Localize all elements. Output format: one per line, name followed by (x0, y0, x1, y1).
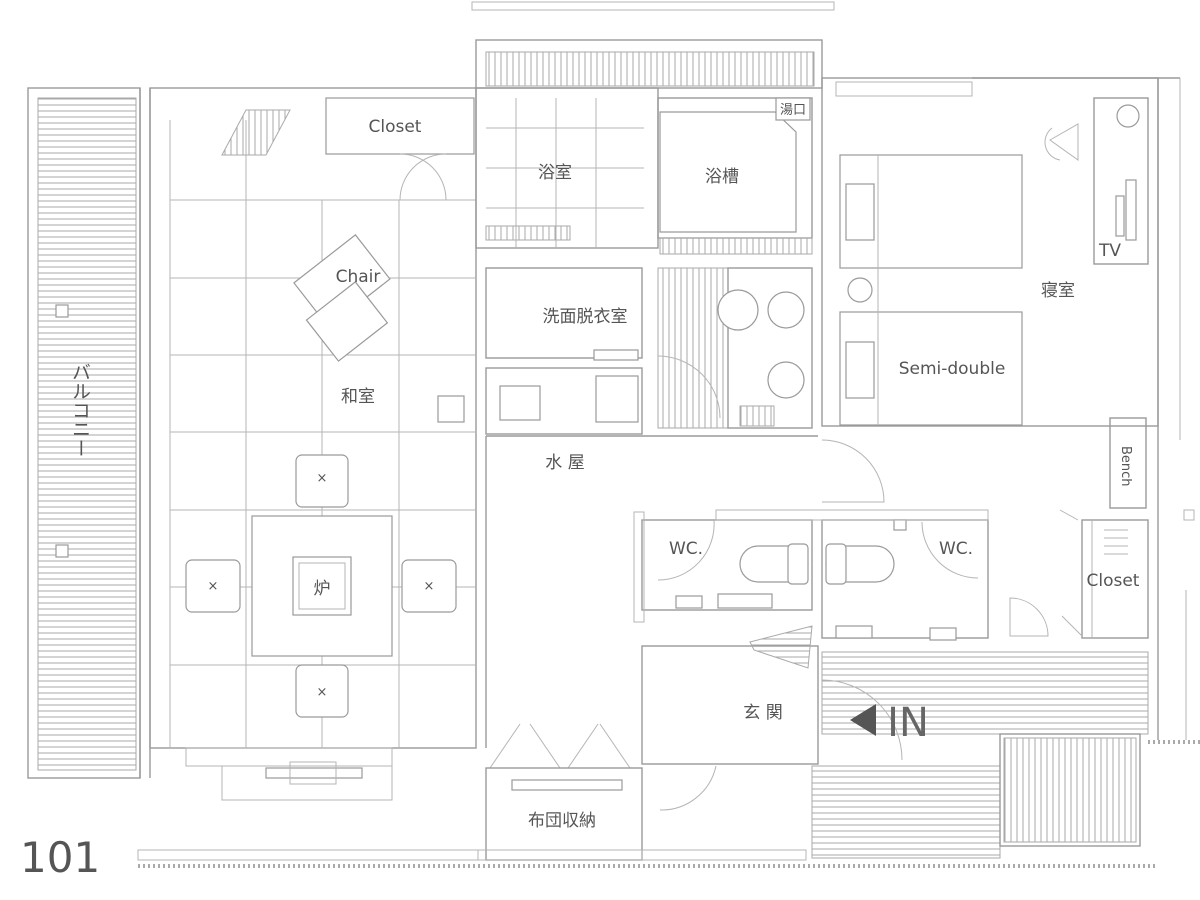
label-closet-right: Closet (1087, 571, 1140, 591)
wc-right (821, 519, 989, 641)
svg-text:×: × (424, 579, 435, 594)
label-bathtub: 浴槽 (705, 167, 739, 187)
label-bathroom: 浴室 (538, 163, 572, 183)
cushion-bottom (295, 664, 349, 718)
chair-furniture (293, 234, 391, 362)
roof-edge (471, 1, 835, 11)
cushion-right (401, 559, 457, 613)
svg-text:×: × (208, 579, 219, 594)
label-washitsu: 和室 (341, 387, 375, 407)
label-dressing-room: 洗面脱衣室 (543, 307, 628, 327)
label-balcony: バルコニー (69, 363, 91, 458)
cushion-top (295, 454, 349, 508)
label-semi-double: Semi-double (899, 359, 1006, 379)
label-chair: Chair (336, 267, 381, 287)
label-bench: Bench (1118, 446, 1133, 487)
mizuya-corridor (485, 435, 818, 769)
label-mizuya: 水 屋 (545, 453, 584, 473)
genkan-entrance (641, 625, 1149, 859)
balcony-area (27, 87, 151, 779)
label-genkan: 玄 関 (743, 703, 782, 723)
label-tv: TV (1098, 241, 1121, 261)
label-bedroom: 寝室 (1041, 280, 1075, 301)
svg-text:×: × (317, 685, 328, 700)
label-hearth: 炉 (314, 579, 331, 599)
svg-text:×: × (317, 471, 328, 486)
cushion-left (185, 559, 241, 613)
label-entrance-in: IN (887, 700, 929, 746)
unit-number: 101 (20, 833, 100, 882)
label-wc-right: WC. (939, 539, 973, 559)
hearth (292, 556, 352, 616)
label-closet-left: Closet (369, 117, 422, 137)
bedroom-room (715, 77, 1195, 740)
label-wc-left: WC. (669, 539, 703, 559)
entrance-arrow-icon (850, 704, 876, 736)
washitsu-room: × × × × (149, 87, 477, 801)
label-futon-storage: 布団収納 (528, 811, 596, 831)
label-hot-water-inlet: 湯口 (780, 103, 806, 118)
bath-block (475, 39, 823, 435)
